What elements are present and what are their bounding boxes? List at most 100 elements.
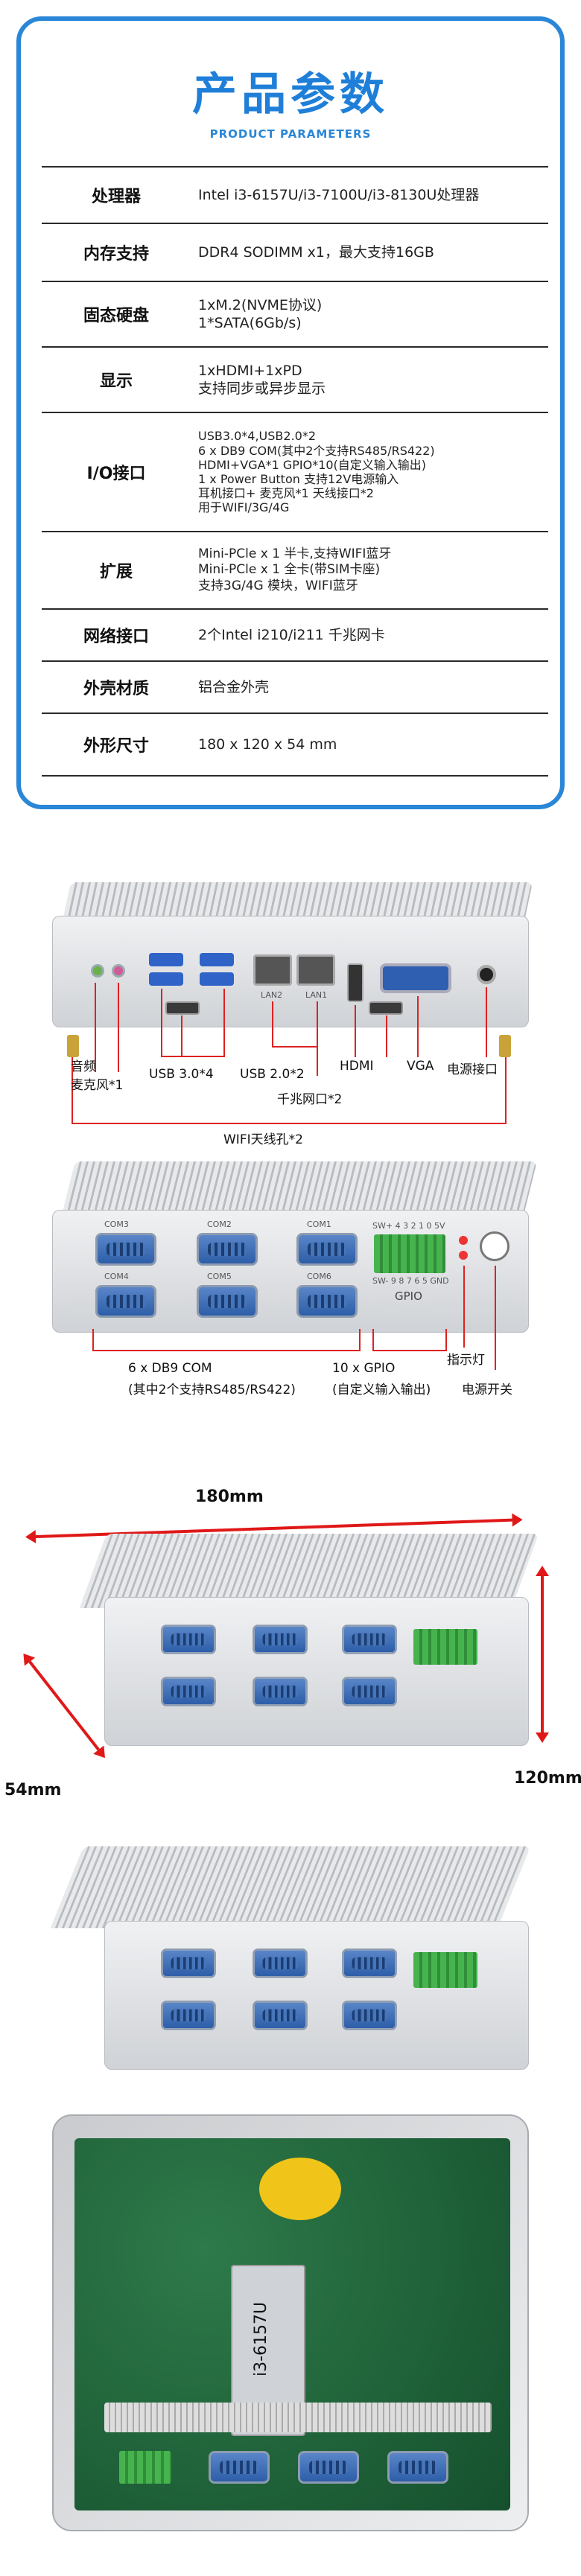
spec-line: 铝合金外壳 bbox=[198, 678, 270, 695]
usb3-port-icon bbox=[149, 972, 183, 986]
heatsink-fins bbox=[50, 1846, 531, 1928]
callout-line bbox=[495, 1266, 496, 1370]
led-icon bbox=[459, 1236, 468, 1245]
com1-port-icon bbox=[296, 1233, 358, 1266]
com-port-icon bbox=[342, 2000, 397, 2030]
callout-line bbox=[95, 983, 96, 1072]
callout-line bbox=[72, 1057, 73, 1124]
led-callout: 指示灯 bbox=[447, 1353, 485, 1368]
spec-row-size: 外形尺寸 180 x 120 x 54 mm bbox=[42, 714, 548, 777]
com-label: COM4 bbox=[104, 1272, 129, 1281]
power-button-icon[interactable] bbox=[480, 1231, 509, 1261]
gpio-top-label: SW+ 4 3 2 1 0 5V bbox=[372, 1221, 445, 1231]
usb3-port-icon bbox=[200, 953, 234, 966]
usb3-label: USB 3.0*4 bbox=[149, 1067, 214, 1082]
usb2-port-icon bbox=[369, 1001, 403, 1015]
page-subtitle: PRODUCT PARAMETERS bbox=[209, 127, 372, 141]
com-port-icon bbox=[161, 1625, 216, 1654]
spec-row-io: I/O接口 USB3.0*4,USB2.0*2 6 x DB9 COM(其中2个… bbox=[42, 413, 548, 532]
hdmi-label: HDMI bbox=[340, 1059, 374, 1074]
com-port-icon bbox=[342, 1625, 397, 1654]
lan2-port-icon bbox=[253, 954, 292, 986]
spec-line: 180 x 120 x 54 mm bbox=[198, 736, 337, 753]
spec-value: USB3.0*4,USB2.0*2 6 x DB9 COM(其中2个支持RS48… bbox=[191, 429, 548, 514]
vga-port-icon bbox=[380, 963, 451, 993]
spec-row-memory: 内存支持 DDR4 SODIMM x1，最大支持16GB bbox=[42, 224, 548, 282]
spec-line: 耳机接口+ 麦克风*1 天线接口*2 bbox=[198, 486, 374, 501]
spec-line: Mini-PCle x 1 全卡(带SIM卡座) bbox=[198, 562, 381, 578]
heatsink-fins bbox=[63, 882, 533, 918]
com-port-icon bbox=[387, 2451, 448, 2484]
spec-value: 180 x 120 x 54 mm bbox=[191, 736, 548, 753]
com5-port-icon bbox=[197, 1285, 258, 1318]
callout-line bbox=[445, 1329, 447, 1351]
spec-value: 铝合金外壳 bbox=[191, 678, 548, 696]
spec-row-cpu: 处理器 Intel i3-6157U/i3-7100U/i3-8130U处理器 bbox=[42, 166, 548, 224]
callout-line bbox=[317, 1001, 318, 1076]
vga-label: VGA bbox=[407, 1059, 434, 1074]
com-port-icon bbox=[342, 1948, 397, 1978]
com-port-icon bbox=[161, 1677, 216, 1706]
com-callout-note: (其中2个支持RS485/RS422) bbox=[128, 1383, 296, 1397]
spec-label: 外形尺寸 bbox=[83, 737, 149, 756]
chassis-iso bbox=[104, 1921, 529, 2070]
wifi-label: WIFI天线孔*2 bbox=[223, 1132, 303, 1147]
spec-line: Intel i3-6157U/i3-7100U/i3-8130U处理器 bbox=[198, 186, 480, 203]
com-label: COM2 bbox=[207, 1220, 232, 1229]
spec-row-shell: 外壳材质 铝合金外壳 bbox=[42, 662, 548, 714]
com-port-icon bbox=[253, 2000, 308, 2030]
callout-line bbox=[92, 1350, 361, 1351]
com-label: COM6 bbox=[307, 1272, 331, 1281]
callout-line bbox=[355, 1005, 356, 1057]
gpio-terminal-icon bbox=[413, 1629, 477, 1665]
spec-value: 2个Intel i210/i211 千兆网卡 bbox=[191, 626, 548, 644]
spec-label: 扩展 bbox=[99, 563, 133, 581]
callout-line bbox=[161, 989, 162, 1056]
callout-line bbox=[92, 1329, 94, 1351]
usb3-port-icon bbox=[149, 953, 183, 966]
spec-line: 支持同步或异步显示 bbox=[198, 380, 326, 397]
callout-line bbox=[272, 1001, 273, 1046]
audio-jack-icon bbox=[91, 964, 104, 978]
power-switch-callout: 电源开关 bbox=[462, 1383, 512, 1397]
com-port-icon bbox=[161, 2000, 216, 2030]
gpio-callout: 10 x GPIO bbox=[332, 1361, 396, 1376]
height-arrow bbox=[541, 1576, 544, 1732]
depth-label: 54mm bbox=[4, 1781, 62, 1799]
com4-port-icon bbox=[95, 1285, 156, 1318]
cpu-label: i3-6157U bbox=[252, 2301, 270, 2376]
spec-row-ssd: 固态硬盘 1xM.2(NVME协议) 1*SATA(6Gb/s) bbox=[42, 282, 548, 348]
heatsink-fins bbox=[62, 1161, 537, 1215]
callout-line bbox=[417, 996, 419, 1057]
power-jack-icon bbox=[477, 965, 496, 984]
hdmi-port-icon bbox=[347, 963, 363, 1002]
spec-line: Mini-PCle x 1 半卡,支持WIFI蓝牙 bbox=[198, 546, 392, 562]
usb2-port-icon bbox=[165, 1001, 200, 1015]
spec-value: DDR4 SODIMM x1，最大支持16GB bbox=[191, 243, 548, 261]
callout-line bbox=[486, 987, 487, 1057]
spec-line: USB3.0*4,USB2.0*2 bbox=[198, 429, 317, 444]
spec-line: HDMI+VGA*1 GPIO*10(自定义输入输出) bbox=[198, 457, 427, 472]
spec-card: 产品参数 PRODUCT PARAMETERS 处理器 Intel i3-615… bbox=[16, 16, 565, 809]
spec-value: 1xM.2(NVME协议) 1*SATA(6Gb/s) bbox=[191, 296, 548, 333]
com-label: COM3 bbox=[104, 1220, 129, 1229]
callout-line bbox=[161, 1056, 225, 1057]
spec-row-network: 网络接口 2个Intel i210/i211 千兆网卡 bbox=[42, 610, 548, 662]
callout-line bbox=[359, 1329, 361, 1351]
callout-line bbox=[72, 1123, 507, 1124]
com-callout: 6 x DB9 COM bbox=[128, 1361, 212, 1376]
callout-line bbox=[372, 1350, 447, 1351]
depth-arrow bbox=[28, 1660, 100, 1751]
mic-label: 麦克风*1 bbox=[71, 1078, 124, 1093]
spec-line: 1xM.2(NVME协议) bbox=[198, 296, 323, 313]
gpio-title: GPIO bbox=[395, 1289, 422, 1303]
com-port-icon bbox=[253, 1948, 308, 1978]
spec-line: 支持3G/4G 模块，WIFI蓝牙 bbox=[198, 578, 358, 593]
com-port-icon bbox=[161, 1948, 216, 1978]
antenna-icon bbox=[499, 1035, 511, 1057]
spec-label: I/O接口 bbox=[86, 465, 146, 483]
antenna-icon bbox=[67, 1035, 79, 1057]
com-port-icon bbox=[342, 1677, 397, 1706]
spec-label: 网络接口 bbox=[83, 628, 149, 646]
board-view: i3-6157U bbox=[52, 2114, 529, 2531]
